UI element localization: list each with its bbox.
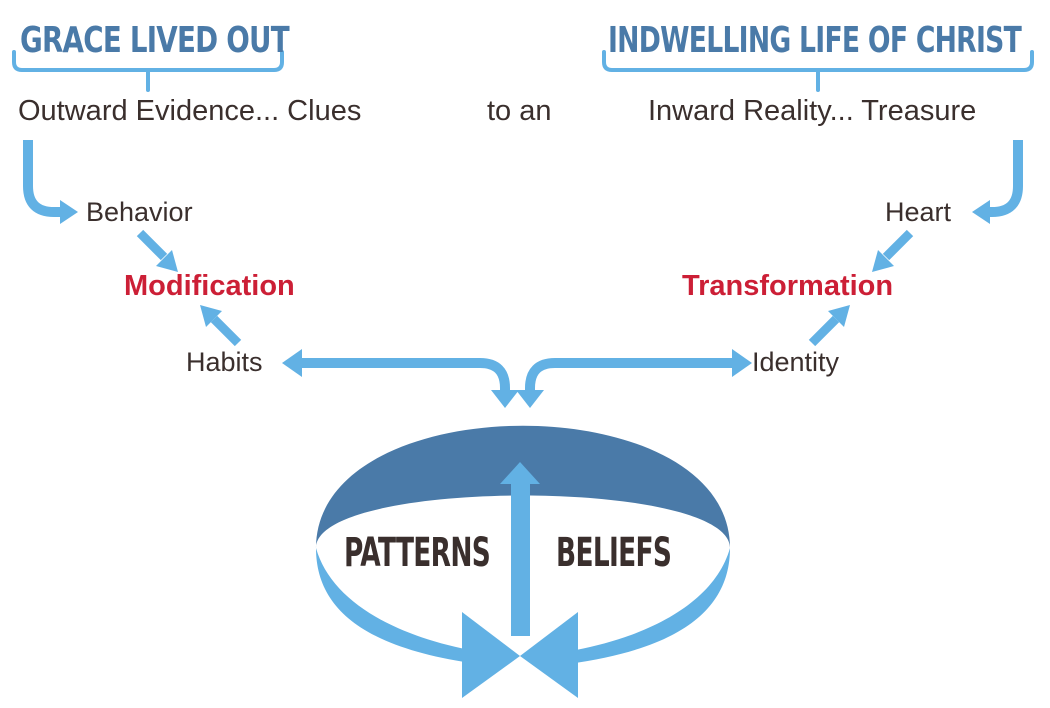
patterns-label: PATTERNS [344, 530, 491, 576]
arrow-habits-to-modification [200, 305, 242, 347]
to-an-label: to an [487, 95, 552, 127]
arrow-patterns-to-beliefs [500, 462, 540, 636]
modification-label: Modification [124, 270, 295, 302]
cycle-arrowhead-left [462, 612, 520, 698]
arrow-heart-to-transformation [872, 229, 914, 272]
cycle-arrowhead-right [520, 612, 578, 698]
behavior-label: Behavior [86, 197, 193, 227]
identity-label: Identity [752, 347, 840, 377]
arrow-identity-to-transformation [808, 305, 850, 347]
habits-label: Habits [186, 347, 263, 377]
beliefs-label: BELIEFS [556, 530, 672, 576]
heart-label: Heart [885, 197, 952, 227]
arrow-evidence-to-behavior [23, 140, 78, 224]
arrow-identity-to-cycle [516, 349, 752, 408]
header-indwelling-life: INDWELLING LIFE OF CHRIST [608, 20, 1022, 61]
arrow-behavior-to-modification [136, 229, 178, 272]
left-header-bracket [12, 50, 284, 92]
arrow-habits-to-cycle [282, 349, 519, 408]
header-grace-lived-out: GRACE LIVED OUT [20, 20, 290, 61]
right-header-bracket [602, 50, 1034, 92]
transformation-label: Transformation [682, 270, 894, 302]
inward-reality-label: Inward Reality... Treasure [648, 95, 977, 127]
arrow-reality-to-heart [972, 140, 1023, 224]
outward-evidence-label: Outward Evidence... Clues [18, 95, 362, 127]
